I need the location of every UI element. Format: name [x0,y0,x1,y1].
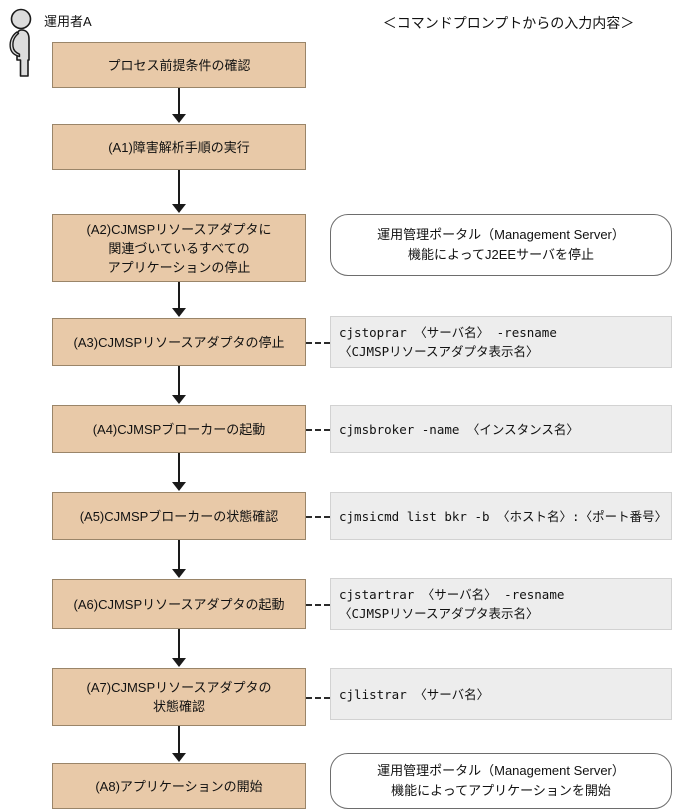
person-profile-icon [4,8,38,82]
note-connector-step-a6 [306,604,330,606]
connector-arrowhead [172,308,186,317]
process-box-label: (A7)CJMSPリソースアダプタの 状態確認 [86,680,272,714]
process-box-label: (A4)CJMSPブローカーの起動 [92,421,266,437]
connector-arrowhead [172,204,186,213]
process-box-step-a3[interactable]: (A3)CJMSPリソースアダプタの停止 [52,318,306,366]
note-connector-step-a4 [306,429,330,431]
process-box-step-a7[interactable]: (A7)CJMSPリソースアダプタの 状態確認 [52,668,306,726]
note-command-step-a7: cjlistrar 〈サーバ名〉 [330,668,672,720]
note-command-step-a4: cjmsbroker -name 〈インスタンス名〉 [330,405,672,453]
connector-line [178,726,180,756]
note-text: 運用管理ポータル（Management Server） 機能によってJ2EEサー… [377,227,625,262]
connector-line [178,170,180,207]
connector-line [178,282,180,311]
connector-line [178,629,180,661]
note-text: 運用管理ポータル（Management Server） 機能によってアプリケーシ… [377,763,625,798]
note-command-step-a6: cjstartrar 〈サーバ名〉 -resname 〈CJMSPリソースアダプ… [330,578,672,630]
actor-label: 運用者A [44,14,92,29]
connector-arrowhead [172,658,186,667]
note-callout-step-a2: 運用管理ポータル（Management Server） 機能によってJ2EEサー… [330,214,672,276]
process-box-label: (A8)アプリケーションの開始 [95,778,263,794]
note-connector-step-a5 [306,516,330,518]
command-line: cjlistrar 〈サーバ名〉 [339,686,490,702]
process-box-label: (A1)障害解析手順の実行 [108,139,250,155]
command-line: cjstartrar 〈サーバ名〉 -resname [339,587,565,602]
process-box-label: プロセス前提条件の確認 [107,57,251,73]
connector-line [178,366,180,398]
connector-arrowhead [172,569,186,578]
connector-line [178,453,180,485]
process-box-label: (A3)CJMSPリソースアダプタの停止 [73,334,285,350]
connector-line [178,88,180,117]
process-box-step-a8[interactable]: (A8)アプリケーションの開始 [52,763,306,809]
note-callout-step-a8: 運用管理ポータル（Management Server） 機能によってアプリケーシ… [330,753,672,809]
process-box-step-0[interactable]: プロセス前提条件の確認 [52,42,306,88]
connector-line [178,540,180,572]
connector-arrowhead [172,395,186,404]
command-line: cjmsbroker -name 〈インスタンス名〉 [339,421,579,437]
process-box-step-a2[interactable]: (A2)CJMSPリソースアダプタに 関連づいているすべての アプリケーションの… [52,214,306,282]
process-box-step-a6[interactable]: (A6)CJMSPリソースアダプタの起動 [52,579,306,629]
process-box-step-a1[interactable]: (A1)障害解析手順の実行 [52,124,306,170]
process-box-label: (A2)CJMSPリソースアダプタに 関連づいているすべての アプリケーションの… [86,221,272,275]
process-box-step-a5[interactable]: (A5)CJMSPブローカーの状態確認 [52,492,306,540]
note-connector-step-a3 [306,342,330,344]
note-command-step-a5: cjmsicmd list bkr -b 〈ホスト名〉:〈ポート番号〉 [330,492,672,540]
command-line: 〈CJMSPリソースアダプタ表示名〉 [339,606,539,621]
note-connector-step-a7 [306,697,330,699]
column-header-command-input: ＜コマンドプロンプトからの入力内容＞ [382,15,635,31]
process-box-step-a4[interactable]: (A4)CJMSPブローカーの起動 [52,405,306,453]
note-command-step-a3: cjstoprar 〈サーバ名〉 -resname 〈CJMSPリソースアダプタ… [330,316,672,368]
process-box-label: (A5)CJMSPブローカーの状態確認 [79,508,279,524]
process-box-label: (A6)CJMSPリソースアダプタの起動 [73,596,285,612]
command-line: cjstoprar 〈サーバ名〉 -resname [339,325,557,340]
connector-arrowhead [172,114,186,123]
connector-arrowhead [172,753,186,762]
command-line: cjmsicmd list bkr -b 〈ホスト名〉:〈ポート番号〉 [339,508,668,524]
connector-arrowhead [172,482,186,491]
command-line: 〈CJMSPリソースアダプタ表示名〉 [339,344,539,359]
